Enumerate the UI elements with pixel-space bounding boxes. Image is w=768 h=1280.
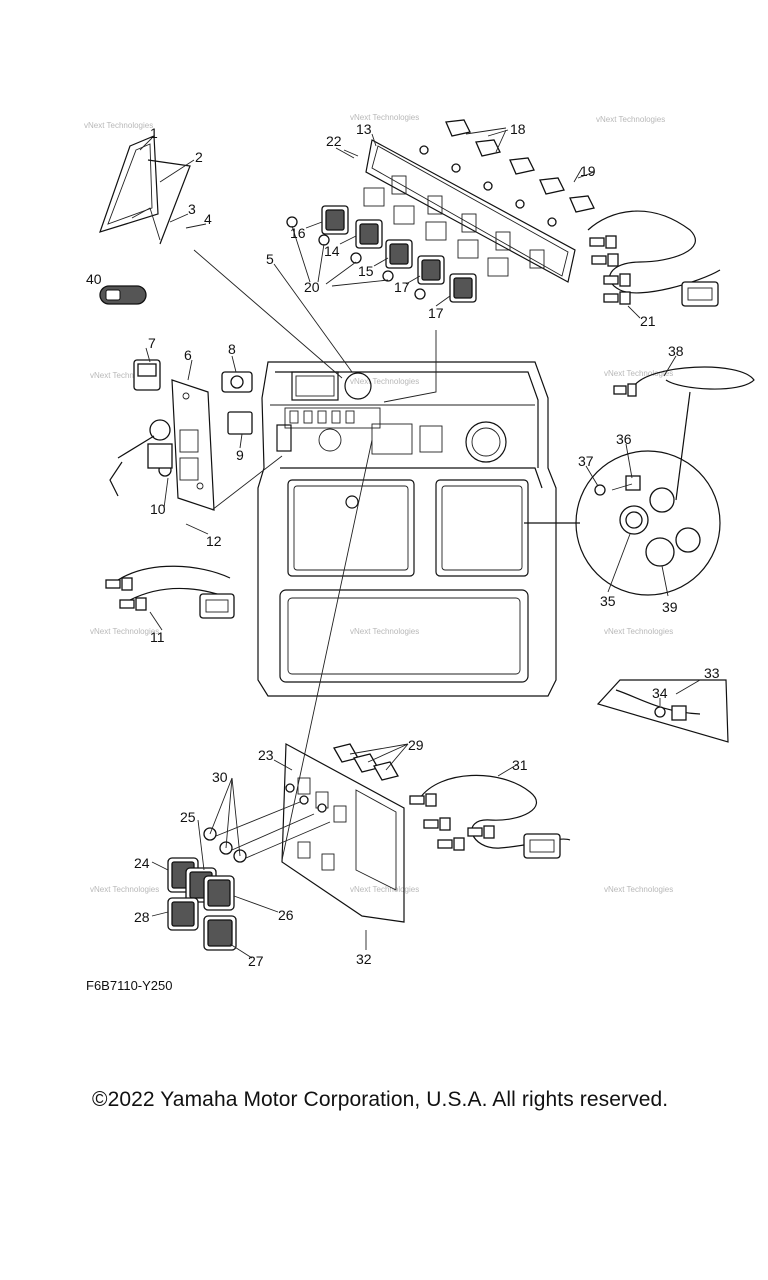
callout-10: 10 [150,501,166,517]
watermarks: vNext Technologies vNext Technologies vN… [84,113,673,894]
callout-15: 15 [358,263,374,279]
callout-1: 1 [150,125,158,141]
callout-14: 14 [324,243,340,259]
dash-panel [257,361,557,697]
callout-5: 5 [266,251,274,267]
switch [449,273,477,303]
switch-panel-top [286,119,595,303]
watermark: vNext Technologies [90,627,159,636]
switch [321,205,349,235]
callout-12: 12 [206,533,222,549]
callout-20: 20 [304,279,320,295]
callout-29: 29 [408,737,424,753]
switch [203,915,237,951]
watermark: vNext Technologies [90,371,159,380]
callout-26: 26 [278,907,294,923]
remote-key [99,285,147,305]
callout-13: 13 [356,121,372,137]
watermark: vNext Technologies [604,627,673,636]
watermark: vNext Technologies [350,627,419,636]
callout-28: 28 [134,909,150,925]
diagram-code: F6B7110-Y250 [86,978,173,993]
callout-11: 11 [150,629,165,645]
wire-harness-38 [613,366,755,501]
wire-harness-11 [105,565,235,619]
watermark: vNext Technologies [596,115,665,124]
callout-7: 7 [148,335,156,351]
callout-27: 27 [248,953,264,969]
callout-33: 33 [704,665,720,681]
callout-3: 3 [188,201,196,217]
callout-24: 24 [134,855,150,871]
switch [167,897,199,931]
callout-34: 34 [652,685,668,701]
left-panel [109,359,253,511]
watermark: vNext Technologies [90,885,159,894]
callout-40: 40 [86,271,102,287]
watermark: vNext Technologies [350,885,419,894]
callout-25: 25 [180,809,196,825]
callout-8: 8 [228,341,236,357]
wire-detail-box [596,679,729,743]
wire-harness-31 [409,774,571,859]
switch-panel-bottom [167,743,405,951]
callout-35: 35 [600,593,616,609]
callout-16: 16 [290,225,306,241]
callout-9: 9 [236,447,244,463]
accessory-detail [524,450,721,596]
callout-21: 21 [640,313,656,329]
callouts: 1 2 3 4 5 6 7 8 9 10 11 12 13 14 15 16 1… [86,121,720,969]
wire-harness-21 [587,210,721,307]
callout-38: 38 [668,343,684,359]
dash-cover [99,135,191,245]
callout-39: 39 [662,599,678,615]
switch [355,219,383,249]
watermark: vNext Technologies [84,121,153,130]
callout-18: 18 [510,121,526,137]
switch [385,239,413,269]
switch [417,255,445,285]
copyright-notice: ©2022 Yamaha Motor Corporation, U.S.A. A… [92,1088,669,1111]
watermark: vNext Technologies [350,113,419,122]
callout-23: 23 [258,747,274,763]
watermark: vNext Technologies [350,377,419,386]
switch [203,875,235,911]
leader-lines [139,129,701,959]
callout-17a: 17 [394,279,410,295]
watermark: vNext Technologies [604,885,673,894]
callout-17b: 17 [428,305,444,321]
callout-2: 2 [195,149,203,165]
callout-31: 31 [512,757,528,773]
callout-4: 4 [204,211,212,227]
callout-37: 37 [578,453,594,469]
parts-diagram: vNext Technologies vNext Technologies vN… [84,113,755,969]
callout-19: 19 [580,163,596,179]
callout-36: 36 [616,431,632,447]
callout-6: 6 [184,347,192,363]
watermark: vNext Technologies [604,369,673,378]
callout-22: 22 [326,133,342,149]
callout-30: 30 [212,769,228,785]
callout-32: 32 [356,951,372,967]
